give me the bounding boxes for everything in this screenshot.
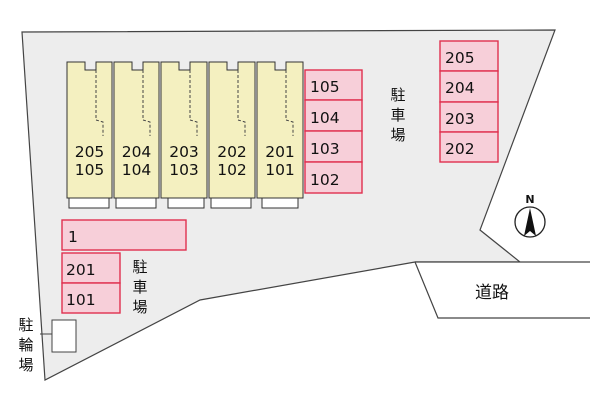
- building-unit: 201 101: [256, 61, 304, 209]
- parking-spot-number: 201: [66, 261, 96, 279]
- unit-lower-number: 102: [217, 161, 247, 179]
- parking-spot-number: 204: [445, 79, 475, 97]
- unit-lower-number: 101: [265, 161, 295, 179]
- parking-label: 駐: [132, 258, 147, 276]
- parking-label: 車: [390, 106, 405, 124]
- parking-spot-number: 1: [68, 228, 78, 246]
- parking-middle: 105 104 103 102 駐 車 場: [304, 69, 406, 194]
- parking-spot-number: 205: [445, 49, 475, 67]
- parking-spot-number: 104: [310, 109, 340, 127]
- unit-upper-number: 201: [265, 143, 295, 161]
- building-unit: 203 103: [160, 61, 208, 209]
- bicycle-parking-label: 駐: [18, 316, 33, 334]
- parking-left: 1 201 101 駐 車 場: [61, 219, 187, 316]
- unit-upper-number: 202: [217, 143, 247, 161]
- parking-spot: [439, 40, 499, 72]
- unit-lower-number: 104: [122, 161, 152, 179]
- bicycle-parking: 駐 輪 場: [18, 316, 77, 374]
- road-label: 道路: [475, 283, 509, 303]
- parking-spot: [439, 131, 499, 163]
- parking-spot-number: 102: [310, 171, 340, 189]
- unit-lower-number: 105: [75, 161, 105, 179]
- compass-north-label: N: [525, 193, 534, 206]
- parking-spot: [439, 70, 499, 103]
- parking-label: 場: [132, 298, 147, 316]
- road: 道路: [414, 261, 590, 319]
- parking-spot: [304, 69, 363, 101]
- parking-spot: [304, 130, 363, 163]
- bicycle-parking-label: 輪: [18, 336, 33, 354]
- bicycle-parking-label: 場: [18, 356, 33, 374]
- parking-spot-number: 101: [66, 291, 96, 309]
- parking-label: 駐: [390, 86, 405, 104]
- parking-spot-number: 202: [445, 140, 475, 158]
- building-unit: 202 102: [208, 61, 256, 209]
- unit-lower-number: 103: [169, 161, 199, 179]
- building-row: 205 105 204 104 203 103 202 102: [66, 61, 304, 209]
- unit-upper-number: 203: [169, 143, 199, 161]
- compass-icon: N: [514, 193, 546, 238]
- parking-spot-number: 105: [310, 78, 340, 96]
- parking-spot-wide: [61, 219, 187, 251]
- parking-spot-number: 103: [310, 140, 340, 158]
- unit-upper-number: 204: [122, 143, 152, 161]
- unit-upper-number: 205: [75, 143, 105, 161]
- building-unit: 204 104: [113, 61, 160, 209]
- building-unit: 205 105: [66, 61, 113, 209]
- parking-spot-number: 203: [445, 110, 475, 128]
- parking-right: 205 204 203 202: [439, 40, 499, 163]
- parking-spot: [304, 161, 363, 194]
- parking-label: 場: [390, 126, 405, 144]
- parking-spot: [61, 282, 121, 314]
- bicycle-parking-box: [51, 319, 77, 353]
- parking-label: 車: [132, 278, 147, 296]
